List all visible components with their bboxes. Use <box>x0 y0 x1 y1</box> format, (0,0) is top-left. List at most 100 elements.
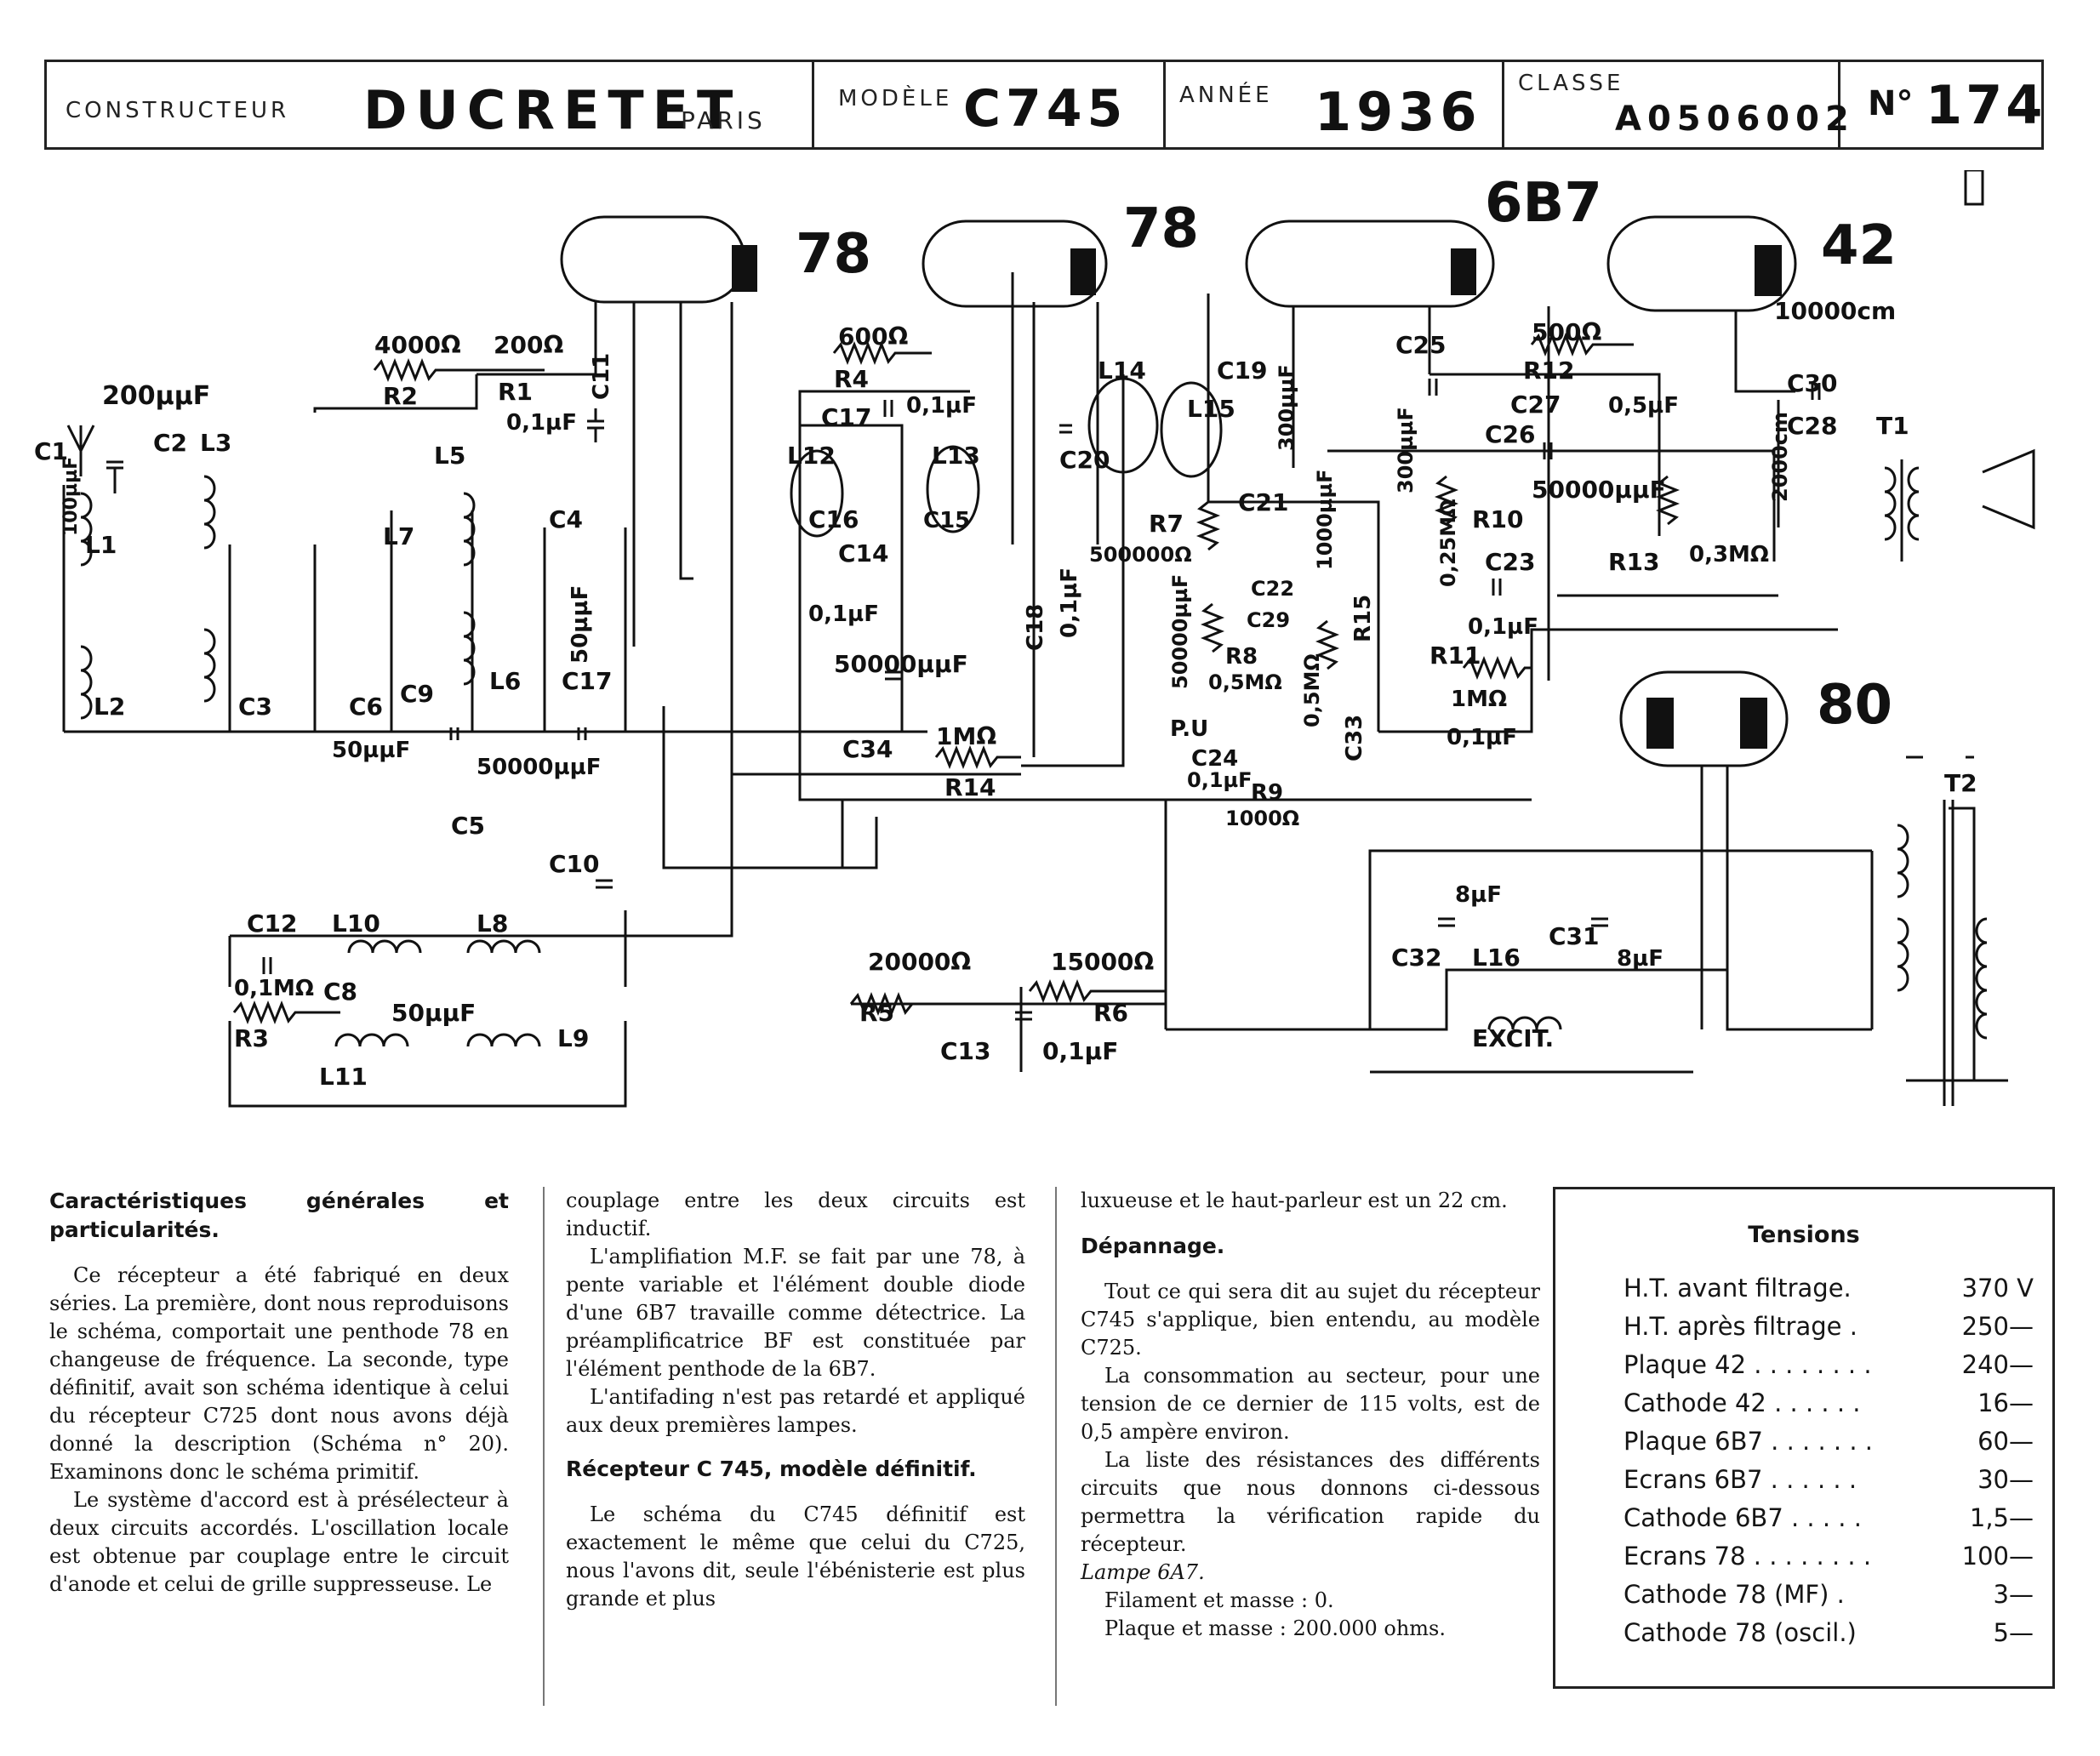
component-label: 1000Ω <box>1225 807 1299 830</box>
component-label: 0,5MΩ <box>1300 653 1324 727</box>
component-label: C27 <box>1510 391 1561 419</box>
component-label: R9 <box>1251 780 1283 806</box>
column-divider <box>543 1187 545 1706</box>
component-label: C17 <box>821 403 872 431</box>
tension-value: 30— <box>1977 1465 2034 1494</box>
component-label: R6 <box>1093 999 1128 1027</box>
paragraph: Filament et masse : 0. <box>1104 1588 1334 1612</box>
city-label: PARIS <box>681 106 766 134</box>
tension-label: Cathode 78 (oscil.) <box>1624 1618 1857 1647</box>
component-label: R13 <box>1608 548 1660 576</box>
paragraph: luxueuse et le haut-parleur est un 22 cm… <box>1081 1189 1508 1212</box>
component-label: 500000Ω <box>1089 543 1192 567</box>
tension-value: 16— <box>1977 1388 2034 1417</box>
component-label: C25 <box>1395 331 1447 359</box>
component-label: C6 <box>349 693 383 721</box>
classe-cell: CLASSE A0506002 <box>1504 62 1849 147</box>
loudspeaker-icon <box>1964 170 2035 530</box>
tension-value: 240— <box>1961 1350 2034 1379</box>
component-label: 500Ω <box>1532 318 1601 346</box>
tension-label: H.T. après filtrage . <box>1624 1312 1857 1341</box>
tension-value: 250— <box>1961 1312 2034 1341</box>
component-label: 0,1µF <box>906 393 977 419</box>
component-label: C13 <box>940 1037 991 1065</box>
component-label: 4000Ω <box>374 331 461 359</box>
component-label: 0,1µF <box>1447 725 1517 750</box>
classe-label: CLASSE <box>1518 71 1624 96</box>
component-label: L2 <box>94 693 125 721</box>
component-label: C22 <box>1251 577 1294 601</box>
annee-value: 1936 <box>1315 81 1482 143</box>
section-title-recepteur: Récepteur C 745, modèle définitif. <box>566 1457 977 1481</box>
tube-label-42: 42 <box>1821 214 1897 277</box>
component-label: 0,5MΩ <box>1208 670 1282 694</box>
component-label: C28 <box>1787 412 1838 440</box>
tensions-row: Cathode 6B7 . . . . .1,5— <box>1555 1503 2052 1542</box>
constructeur-label: CONSTRUCTEUR <box>66 98 290 123</box>
numero-cell: N° 174 <box>1840 62 2042 147</box>
tube-label-80: 80 <box>1817 674 1892 737</box>
component-label: C17 <box>562 667 613 695</box>
text-column-3: luxueuse et le haut-parleur est un 22 cm… <box>1081 1187 1540 1643</box>
component-label: C15 <box>923 508 970 533</box>
component-label: 20000Ω <box>868 948 971 976</box>
component-label: 300µµF <box>1394 407 1418 493</box>
component-label: 200Ω <box>494 331 563 359</box>
text-column-2: couplage entre les deux circuits est ind… <box>566 1187 1025 1613</box>
component-label: C31 <box>1549 922 1600 950</box>
component-label: R2 <box>383 382 418 410</box>
component-label: L9 <box>557 1024 589 1052</box>
component-label: 300µµF <box>1275 364 1298 451</box>
component-label: 0,1µF <box>1042 1037 1118 1065</box>
component-label: 8µF <box>1455 882 1502 908</box>
paragraph: La liste des résistances des différents … <box>1081 1448 1540 1556</box>
component-label: 0,1µF <box>808 601 879 627</box>
paragraph: Le schéma du C745 définitif est exacteme… <box>566 1502 1025 1611</box>
paragraph: Plaque et masse : 200.000 ohms. <box>1104 1616 1446 1640</box>
component-label: C20 <box>1059 446 1110 474</box>
tension-value: 370 V <box>1961 1274 2034 1303</box>
component-label: 0,1µF <box>1468 614 1538 640</box>
tensions-row: Ecrans 6B7 . . . . . .30— <box>1555 1465 2052 1503</box>
tensions-row: Cathode 78 (MF) .3— <box>1555 1580 2052 1618</box>
component-label: R15 <box>1350 595 1376 642</box>
component-label: 0,1µF <box>1187 768 1253 792</box>
tube-label-78-a: 78 <box>796 223 871 286</box>
tension-label: Cathode 42 . . . . . . <box>1624 1388 1861 1417</box>
component-label: R10 <box>1472 505 1524 533</box>
component-label: L13 <box>932 442 980 470</box>
component-label: L15 <box>1187 395 1235 423</box>
component-label: L14 <box>1098 356 1146 385</box>
component-label: 8µF <box>1617 946 1663 972</box>
component-label: L3 <box>200 429 231 457</box>
tube-80: 80 <box>1619 670 1892 767</box>
component-label: 50µµF <box>568 585 593 664</box>
tensions-row: Cathode 42 . . . . . . 16— <box>1555 1388 2052 1427</box>
component-label: C30 <box>1787 369 1838 397</box>
component-label: 1MΩ <box>936 722 996 750</box>
component-label: R14 <box>944 773 996 801</box>
component-label: C29 <box>1247 608 1290 632</box>
tensions-title: Tensions <box>1748 1222 1860 1248</box>
capacitors <box>106 379 1821 1021</box>
component-label: 600Ω <box>838 322 908 351</box>
paragraph: Le système d'accord est à présélecteur à… <box>49 1488 509 1596</box>
component-label: 0,1µF <box>506 410 577 436</box>
component-label: 50000µµF <box>476 755 601 780</box>
modele-value: C745 <box>963 79 1128 139</box>
component-label: L5 <box>434 442 465 470</box>
classe-value: A0506002 <box>1615 100 1855 139</box>
tensions-row: H.T. avant filtrage.370 V <box>1555 1274 2052 1312</box>
component-label: C21 <box>1238 488 1289 516</box>
component-label: C24 <box>1191 746 1238 772</box>
component-label: 100µµF <box>60 457 82 536</box>
component-label: L12 <box>787 442 836 470</box>
tensions-row: H.T. après filtrage . 250— <box>1555 1312 2052 1350</box>
component-label: L11 <box>319 1063 368 1091</box>
tension-value: 5— <box>1993 1618 2034 1647</box>
component-label: C23 <box>1485 548 1536 576</box>
component-label: C16 <box>808 505 859 533</box>
component-labels: 200µµF C1 C2 100µµF L3 L1 L2 C3 C6 C9 L7… <box>34 297 1977 1091</box>
component-label: EXCIT. <box>1472 1024 1554 1052</box>
tension-label: Ecrans 78 . . . . . . . . <box>1624 1542 1872 1571</box>
